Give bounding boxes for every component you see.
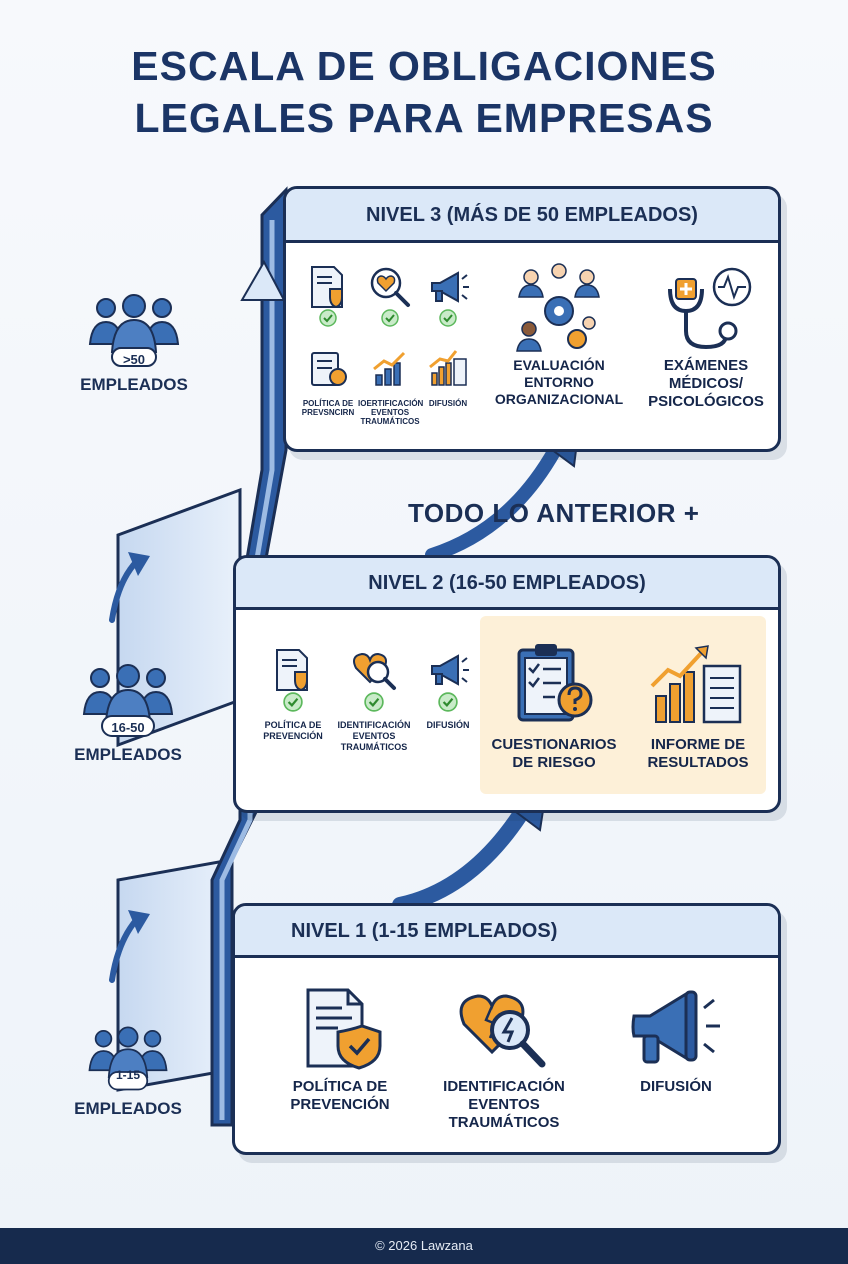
questionnaire-icon [517, 644, 593, 722]
level-2-inherited-policy: POLÍTICA DE PREVENCIÓN [258, 648, 328, 742]
bar-chart-icon [373, 351, 406, 386]
side-badge-level2: 16-50 EMPLEADOS [58, 662, 198, 765]
level-2-card: NIVEL 2 (16-50 EMPLEADOS) POLÍTICA DE PR… [233, 555, 781, 813]
megaphone-icon [631, 990, 720, 1064]
level-1-item-diffusion-label: DIFUSIÓN [640, 1078, 712, 1095]
level-3-inherited-questionnaire [300, 349, 356, 389]
level-3-inherited-traumatic [362, 265, 418, 327]
level-1-item-traumatic: IDENTIFICACIÓN EVENTOS TRAUMÁTICOS [425, 986, 583, 1132]
check-icon [364, 692, 384, 712]
level-2-inherited-diffusion: DIFUSIÓN [416, 648, 480, 731]
level-3-inherited-chart [362, 349, 418, 389]
level-3-inherited-policy-label: POLÍTICA DE PREVSNCIRN [301, 399, 355, 417]
level-3-inherited-report [420, 349, 476, 389]
up-arrow-top [240, 259, 286, 301]
heart-search-icon [370, 267, 410, 307]
heart-search-icon [459, 994, 546, 1068]
questionnaire-icon [311, 352, 347, 386]
check-icon [438, 692, 458, 712]
level-3-card: NIVEL 3 (MÁS DE 50 EMPLEADOS) [283, 186, 781, 452]
level-3-inherited-policy [300, 265, 356, 327]
check-icon [439, 309, 457, 327]
check-icon [319, 309, 337, 327]
side-badge-level2-label: EMPLEADOS [74, 745, 182, 764]
report-chart-icon [429, 350, 467, 386]
stethoscope-icon [668, 267, 752, 350]
side-badge-level1-label: EMPLEADOS [74, 1099, 182, 1118]
level-1-heading: NIVEL 1 (1-15 EMPLEADOS) [235, 906, 778, 958]
level-3-new-evaluacion-label: EVALUACIÓN ENTORNO ORGANIZACIONAL [494, 357, 624, 407]
level-2-new-informe: INFORME DE RESULTADOS [628, 642, 768, 772]
page-title-line-2: LEGALES PARA EMPRESAS [134, 95, 714, 141]
level-3-heading: NIVEL 3 (MÁS DE 50 EMPLEADOS) [286, 189, 778, 243]
people-group-icon [88, 1026, 168, 1091]
megaphone-icon [431, 654, 469, 686]
policy-document-icon [276, 649, 308, 692]
level-3-inherited-diffusion-label: DIFUSIÓN [428, 399, 468, 408]
level-3-new-examenes: EXÁMENES MÉDICOS/ PSICOLÓGICOS [636, 261, 776, 411]
side-badge-level3-label: EMPLEADOS [80, 375, 188, 394]
heart-search-icon [353, 652, 396, 690]
policy-document-icon [311, 266, 343, 309]
page-title-line-1: ESCALA DE OBLIGACIONES [131, 43, 717, 89]
side-badge-level3: >50 EMPLEADOS [72, 292, 196, 395]
level-1-item-traumatic-label: IDENTIFICACIÓN EVENTOS TRAUMÁTICOS [443, 1078, 565, 1131]
check-icon [283, 692, 303, 712]
level-2-inherited-traumatic-label: IDENTIFICACIÓN EVENTOS TRAUMÁTICOS [337, 720, 411, 752]
level-1-card: NIVEL 1 (1-15 EMPLEADOS) POLÍTICA DE PRE… [232, 903, 781, 1155]
level-1-item-policy-label: POLÍTICA DE PREVENCIÓN [290, 1078, 390, 1113]
level-3-inherited-diffusion [420, 265, 476, 327]
level-1-item-diffusion: DIFUSIÓN [601, 986, 751, 1096]
megaphone-icon [431, 271, 469, 303]
page-title: ESCALA DE OBLIGACIONES LEGALES PARA EMPR… [0, 40, 848, 144]
team-gears-icon [516, 263, 600, 352]
level-3-new-examenes-label: EXÁMENES MÉDICOS/ PSICOLÓGICOS [648, 357, 764, 410]
footer-copyright: © 2026 Lawzana [0, 1228, 848, 1264]
progress-arrow-upper [425, 443, 562, 562]
level-1-item-policy: POLÍTICA DE PREVENCIÓN [265, 986, 415, 1114]
level-2-new-cuestionarios-label: CUESTIONARIOS DE RIESGO [491, 736, 617, 771]
level-3-inherited-traumatic-label: IOERTIFICACIÓN EVENTOS TRAUMÁTICOS [358, 399, 424, 426]
report-chart-icon [650, 645, 742, 724]
level-2-inherited-traumatic: IDENTIFICACIÓN EVENTOS TRAUMÁTICOS [330, 648, 418, 753]
level-2-new-cuestionarios: CUESTIONARIOS DE RIESGO [484, 642, 624, 772]
level-2-inherited-diffusion-label: DIFUSIÓN [426, 720, 470, 730]
side-badge-level3-count: >50 [122, 352, 146, 367]
level-2-new-informe-label: INFORME DE RESULTADOS [647, 736, 749, 771]
side-badge-level1: 1-15 EMPLEADOS [58, 1024, 198, 1119]
side-arrow-lower-head [128, 910, 150, 934]
side-badge-level1-count: 1-15 [115, 1068, 141, 1082]
check-icon [381, 309, 399, 327]
connector-text: TODO LO ANTERIOR + [408, 498, 700, 528]
side-arrow-upper-head [128, 552, 150, 576]
side-badge-level2-count: 16-50 [111, 720, 145, 735]
people-group-icon [88, 294, 180, 367]
level-2-heading: NIVEL 2 (16-50 EMPLEADOS) [236, 558, 778, 610]
level-2-inherited-policy-label: POLÍTICA DE PREVENCIÓN [263, 720, 323, 741]
people-group-icon [82, 664, 174, 737]
policy-document-icon [306, 988, 382, 1070]
level-3-new-evaluacion: EVALUACIÓN ENTORNO ORGANIZACIONAL [484, 261, 634, 408]
progress-arrow-lower [392, 807, 528, 913]
